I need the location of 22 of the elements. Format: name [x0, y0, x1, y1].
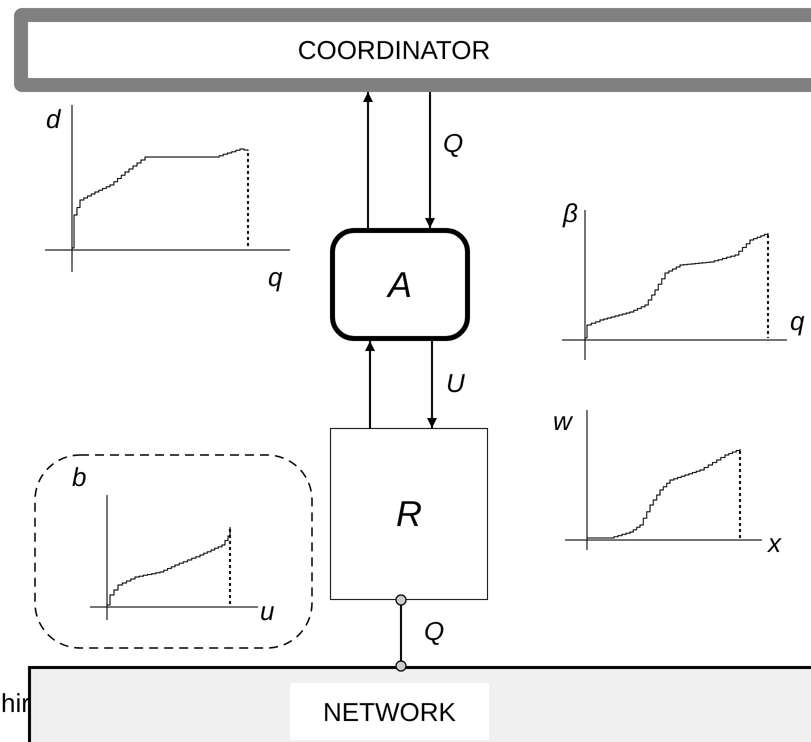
connector-line — [395, 594, 407, 672]
axis-label: d — [46, 106, 60, 132]
arrow — [427, 341, 437, 428]
box-label: COORDINATOR — [298, 34, 490, 66]
band-label: NETWORK — [290, 683, 489, 740]
axis-label: b — [72, 464, 86, 490]
axis-label: q — [790, 308, 804, 334]
axis-label: w — [553, 408, 572, 434]
axis-label: β — [563, 200, 578, 226]
axis-label: x — [768, 530, 781, 556]
axis-label: u — [260, 598, 274, 624]
rounded-box — [330, 228, 470, 341]
process-box — [330, 428, 488, 600]
axis-label: q — [268, 264, 282, 290]
text-fragment: hir — [1, 690, 30, 716]
coordinator-box — [14, 8, 811, 92]
arrow — [365, 341, 375, 428]
arrow — [425, 92, 435, 228]
arrow — [363, 92, 373, 228]
network-band — [28, 666, 811, 742]
box-label: R — [396, 493, 422, 535]
box-label: A — [388, 264, 412, 306]
